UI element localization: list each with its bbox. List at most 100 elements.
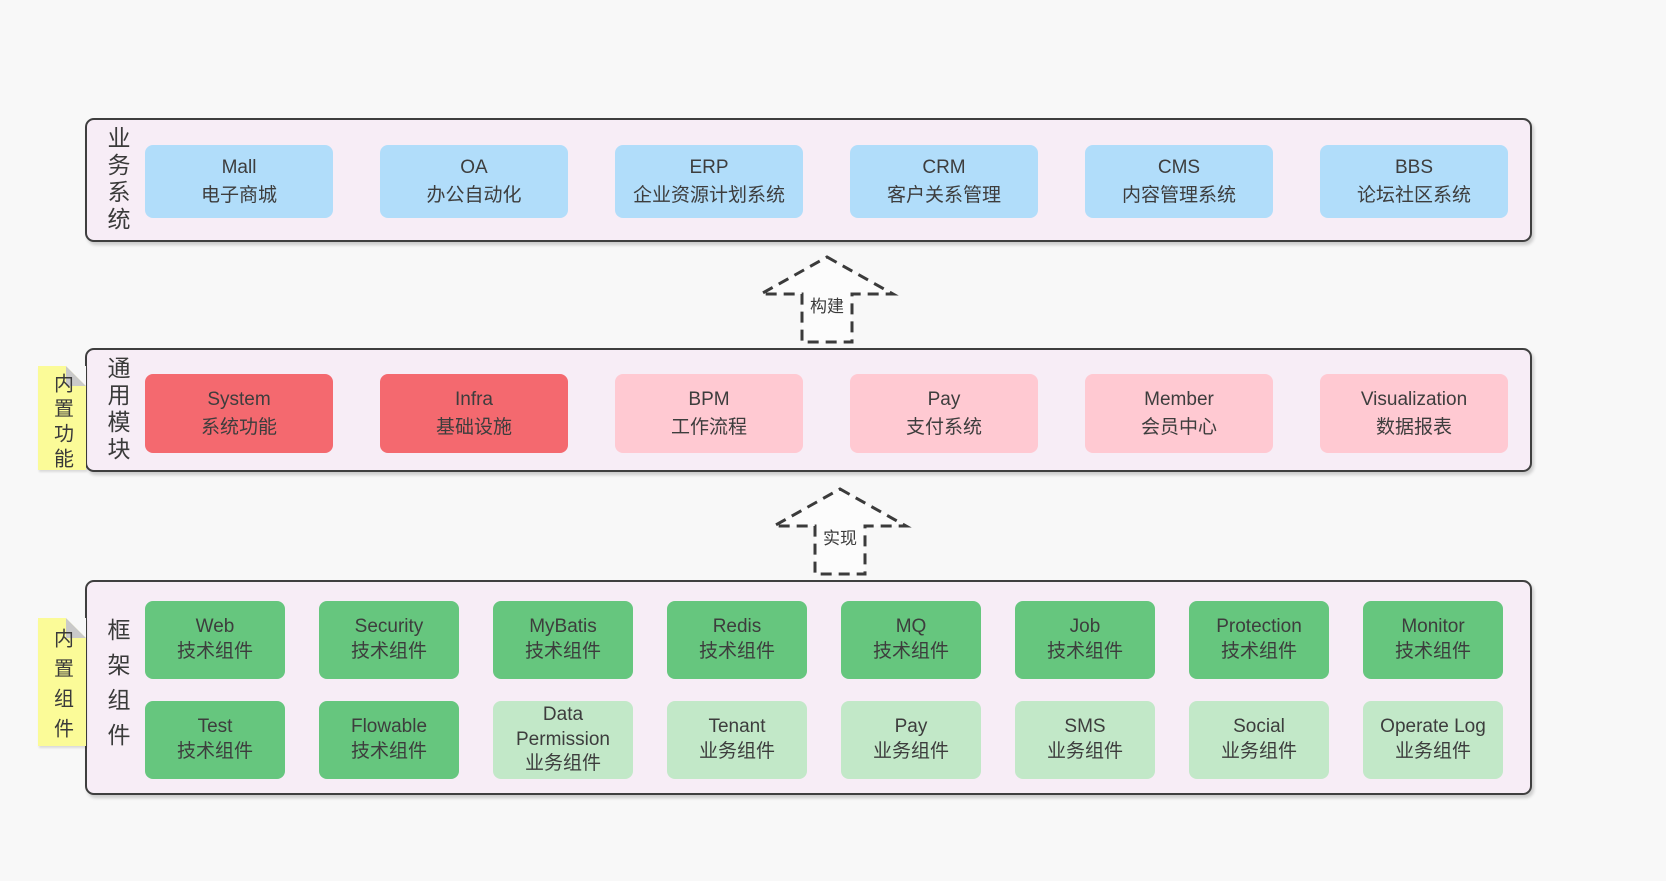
band-common-modules: 通用模块 System 系统功能 Infra 基础设施 BPM 工作流程 Pay… (85, 348, 1532, 472)
sticky-note-label: 内置组件 (50, 628, 73, 749)
box-subtitle: 业务组件 (1220, 741, 1297, 762)
box-job: Job 技术组件 (1015, 601, 1155, 679)
box-subtitle: 技术组件 (872, 641, 949, 662)
box-mybatis: MyBatis 技术组件 (493, 601, 633, 679)
box-subtitle: 技术组件 (1220, 641, 1297, 662)
box-cms: CMS 内容管理系统 (1085, 145, 1273, 218)
box-subtitle: 电子商城 (200, 184, 277, 206)
box-subtitle: 技术组件 (350, 741, 427, 762)
box-subtitle: 客户关系管理 (886, 184, 1001, 206)
box-tenant: Tenant 业务组件 (667, 701, 807, 779)
box-title: BPM (688, 388, 730, 410)
sticky-note-builtin-features: 内置功能 (38, 366, 86, 474)
biz-component-row: Test 技术组件 Flowable 技术组件 Data Permission … (87, 701, 1530, 779)
box-pay-component: Pay 业务组件 (841, 701, 981, 779)
band-label-common-modules: 通用模块 (104, 356, 130, 464)
box-mq: MQ 技术组件 (841, 601, 981, 679)
box-title: Visualization (1360, 388, 1468, 410)
arrow-build-icon: 构建 (755, 255, 899, 344)
box-title: Operate Log (1380, 716, 1486, 738)
box-subtitle: 业务组件 (1046, 741, 1123, 762)
business-box-row: Mall 电子商城 OA 办公自动化 ERP 企业资源计划系统 CRM 客户关系… (87, 120, 1530, 218)
box-subtitle: 技术组件 (1046, 641, 1123, 662)
box-title: Mall (221, 156, 257, 178)
tech-component-row: Web 技术组件 Security 技术组件 MyBatis 技术组件 Redi… (87, 601, 1530, 679)
box-subtitle: 企业资源计划系统 (632, 184, 785, 206)
box-title: ERP (689, 156, 729, 178)
box-member: Member 会员中心 (1085, 374, 1273, 453)
box-title: Flowable (350, 716, 428, 738)
box-bbs: BBS 论坛社区系统 (1320, 145, 1508, 218)
box-subtitle: 业务组件 (1394, 741, 1471, 762)
box-subtitle: 技术组件 (350, 641, 427, 662)
box-title: Social (1233, 716, 1285, 738)
box-title: BBS (1394, 156, 1434, 178)
box-title: Job (1069, 616, 1101, 638)
box-title: Tenant (708, 716, 766, 738)
band-label-business-systems: 业务系统 (104, 126, 130, 234)
box-social: Social 业务组件 (1189, 701, 1329, 779)
box-subtitle: 技术组件 (698, 641, 775, 662)
box-title: Test (197, 716, 233, 738)
box-title: Protection (1216, 616, 1302, 638)
box-subtitle: 论坛社区系统 (1356, 184, 1471, 206)
module-box-row: System 系统功能 Infra 基础设施 BPM 工作流程 Pay 支付系统… (87, 350, 1530, 453)
box-flowable: Flowable 技术组件 (319, 701, 459, 779)
box-subtitle: 系统功能 (200, 416, 277, 438)
arrow-implement-label: 实现 (823, 529, 857, 548)
box-monitor: Monitor 技术组件 (1363, 601, 1503, 679)
box-visualization: Visualization 数据报表 (1320, 374, 1508, 453)
box-title: Pay (894, 716, 928, 738)
box-subtitle: 办公自动化 (426, 184, 522, 206)
box-subtitle: 业务组件 (698, 741, 775, 762)
box-oa: OA 办公自动化 (380, 145, 568, 218)
box-sms: SMS 业务组件 (1015, 701, 1155, 779)
box-subtitle: 技术组件 (176, 741, 253, 762)
box-subtitle: 数据报表 (1375, 416, 1452, 438)
box-protection: Protection 技术组件 (1189, 601, 1329, 679)
box-erp: ERP 企业资源计划系统 (615, 145, 803, 218)
box-subtitle: 业务组件 (872, 741, 949, 762)
box-mall: Mall 电子商城 (145, 145, 333, 218)
box-title: CMS (1157, 156, 1201, 178)
box-bpm: BPM 工作流程 (615, 374, 803, 453)
box-title: MQ (895, 616, 927, 638)
arrow-build-label: 构建 (810, 297, 844, 316)
box-redis: Redis 技术组件 (667, 601, 807, 679)
box-crm: CRM 客户关系管理 (850, 145, 1038, 218)
box-subtitle: 支付系统 (905, 416, 982, 438)
box-pay-system: Pay 支付系统 (850, 374, 1038, 453)
box-security: Security 技术组件 (319, 601, 459, 679)
box-test: Test 技术组件 (145, 701, 285, 779)
box-operate-log: Operate Log 业务组件 (1363, 701, 1503, 779)
box-title: Monitor (1401, 616, 1465, 638)
box-system: System 系统功能 (145, 374, 333, 453)
box-title: OA (460, 156, 488, 178)
box-subtitle: 工作流程 (670, 416, 747, 438)
box-subtitle: 技术组件 (176, 641, 253, 662)
box-infra: Infra 基础设施 (380, 374, 568, 453)
box-subtitle: 业务组件 (524, 753, 601, 775)
box-subtitle: 技术组件 (1394, 641, 1471, 662)
box-title: Web (195, 616, 235, 638)
box-title: Security (354, 616, 424, 638)
box-web: Web 技术组件 (145, 601, 285, 679)
band-label-framework-components: 框架组件 (104, 617, 130, 758)
box-title: Infra (454, 388, 494, 410)
box-subtitle: 基础设施 (435, 416, 512, 438)
box-subtitle: 会员中心 (1140, 416, 1217, 438)
sticky-note-builtin-components: 内置组件 (38, 618, 86, 749)
box-title: Redis (712, 616, 762, 638)
box-data-permission: Data Permission 业务组件 (493, 701, 633, 779)
box-title: Member (1144, 388, 1214, 410)
box-title: SMS (1064, 716, 1106, 738)
box-title: MyBatis (529, 616, 597, 638)
band-framework-components: 框架组件 Web 技术组件 Security 技术组件 MyBatis 技术组件… (85, 580, 1532, 795)
arrow-implement-icon: 实现 (768, 487, 912, 576)
box-title: Pay (927, 388, 961, 410)
box-title: CRM (922, 156, 966, 178)
sticky-note-label: 内置功能 (50, 373, 73, 474)
box-subtitle: 技术组件 (524, 641, 601, 662)
box-subtitle: 内容管理系统 (1121, 184, 1236, 206)
